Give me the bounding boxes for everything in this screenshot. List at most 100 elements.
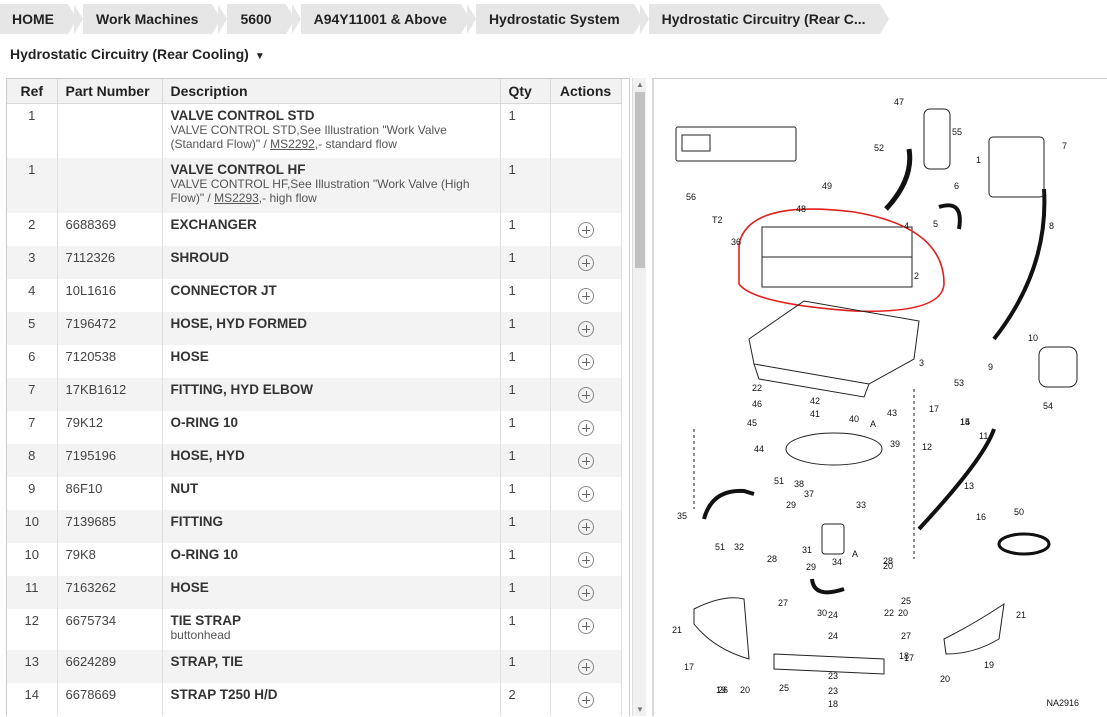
callout-label[interactable]: 33 xyxy=(856,500,866,510)
callout-label[interactable]: 6 xyxy=(954,181,959,191)
callout-label[interactable]: 46 xyxy=(752,399,762,409)
callout-label[interactable]: 44 xyxy=(754,444,764,454)
callout-label[interactable]: 56 xyxy=(686,192,696,202)
callout-label[interactable]: 34 xyxy=(832,557,842,567)
callout-label[interactable]: 3 xyxy=(919,358,924,368)
callout-label[interactable]: 35 xyxy=(677,511,687,521)
callout-label[interactable]: 20 xyxy=(940,674,950,684)
callout-label[interactable]: 17 xyxy=(684,662,694,672)
callout-label[interactable]: 25 xyxy=(779,683,789,693)
callout-label[interactable]: 14 xyxy=(960,417,970,427)
scroll-thumb[interactable] xyxy=(635,92,645,268)
callout-label[interactable]: 50 xyxy=(1014,507,1024,517)
callout-label[interactable]: 21 xyxy=(672,625,682,635)
callout-label[interactable]: 45 xyxy=(747,418,757,428)
callout-label[interactable]: 43 xyxy=(887,408,897,418)
scroll-up-arrow-icon[interactable]: ▲ xyxy=(636,80,644,89)
callout-label[interactable]: 2 xyxy=(914,271,919,281)
callout-label[interactable]: 23 xyxy=(828,671,838,681)
callout-label[interactable]: T2 xyxy=(712,215,723,225)
callout-label[interactable]: 40 xyxy=(849,414,859,424)
header-ref[interactable]: Ref xyxy=(7,79,58,104)
callout-label[interactable]: 20 xyxy=(740,685,750,695)
callout-label[interactable]: 15 xyxy=(960,417,970,427)
callout-label[interactable]: 24 xyxy=(828,631,838,641)
callout-label[interactable]: 48 xyxy=(796,204,806,214)
callout-label[interactable]: 12 xyxy=(922,442,932,452)
callout-label[interactable]: 19 xyxy=(984,660,994,670)
callout-label[interactable]: 47 xyxy=(894,97,904,107)
illustration-link[interactable]: MS2293 xyxy=(214,191,259,205)
header-part-number[interactable]: Part Number xyxy=(57,79,163,104)
callout-label[interactable]: A xyxy=(870,419,876,429)
callout-label[interactable]: 22 xyxy=(884,608,894,618)
callout-label[interactable]: A xyxy=(852,549,858,559)
callout-label[interactable]: 8 xyxy=(1049,221,1054,231)
callout-label[interactable]: 7 xyxy=(1062,141,1067,151)
callout-label[interactable]: 30 xyxy=(817,608,827,618)
add-to-cart-icon[interactable] xyxy=(577,321,594,337)
add-to-cart-icon[interactable] xyxy=(577,585,594,601)
callout-label[interactable]: 13 xyxy=(964,481,974,491)
callout-label[interactable]: 53 xyxy=(954,378,964,388)
callout-label[interactable]: 22 xyxy=(752,383,762,393)
illustration-link[interactable]: MS2292 xyxy=(270,136,315,151)
callout-label[interactable]: 28 xyxy=(767,554,777,564)
callout-label[interactable]: 5 xyxy=(933,219,938,229)
add-to-cart-icon[interactable] xyxy=(577,222,594,238)
callout-label[interactable]: 27 xyxy=(778,598,788,608)
breadcrumb-item[interactable]: Work Machines xyxy=(74,4,222,34)
callout-label[interactable]: 17 xyxy=(904,653,914,663)
callout-label[interactable]: 18 xyxy=(828,699,838,709)
callout-label[interactable]: 42 xyxy=(810,396,820,406)
callout-label[interactable]: 55 xyxy=(952,127,962,137)
header-qty[interactable]: Qty xyxy=(500,79,551,104)
breadcrumb-item[interactable]: 5600 xyxy=(218,4,295,34)
callout-label[interactable]: 23 xyxy=(828,686,838,696)
add-to-cart-icon[interactable] xyxy=(577,519,594,535)
table-scrollbar[interactable]: ▲ ▼ xyxy=(632,78,646,716)
add-to-cart-icon[interactable] xyxy=(577,486,594,502)
add-to-cart-icon[interactable] xyxy=(577,453,594,469)
callout-label[interactable]: 38 xyxy=(794,479,804,489)
callout-label[interactable]: 16 xyxy=(976,512,986,522)
add-to-cart-icon[interactable] xyxy=(577,618,594,634)
scroll-down-arrow-icon[interactable]: ▼ xyxy=(636,705,644,714)
add-to-cart-icon[interactable] xyxy=(577,288,594,304)
callout-label[interactable]: 24 xyxy=(828,610,838,620)
callout-label[interactable]: 52 xyxy=(874,143,884,153)
callout-label[interactable]: 17 xyxy=(929,404,939,414)
add-to-cart-icon[interactable] xyxy=(577,659,594,675)
callout-label[interactable]: 25 xyxy=(901,596,911,606)
breadcrumb-item[interactable]: Hydrostatic Circuitry (Rear C... xyxy=(639,4,889,34)
callout-label[interactable]: 36 xyxy=(731,237,741,247)
callout-label[interactable]: 32 xyxy=(734,542,744,552)
callout-label[interactable]: 31 xyxy=(802,545,812,555)
page-title-dropdown[interactable]: Hydrostatic Circuitry (Rear Cooling)▼ xyxy=(10,46,265,62)
callout-label[interactable]: 39 xyxy=(890,439,900,449)
callout-label[interactable]: 4 xyxy=(904,221,909,231)
header-description[interactable]: Description xyxy=(162,79,501,104)
callout-label[interactable]: 20 xyxy=(898,608,908,618)
callout-label[interactable]: 18 xyxy=(899,651,909,661)
callout-label[interactable]: 37 xyxy=(804,489,814,499)
add-to-cart-icon[interactable] xyxy=(577,420,594,436)
breadcrumb-item[interactable]: HOME xyxy=(0,4,77,34)
callout-label[interactable]: 29 xyxy=(806,562,816,572)
